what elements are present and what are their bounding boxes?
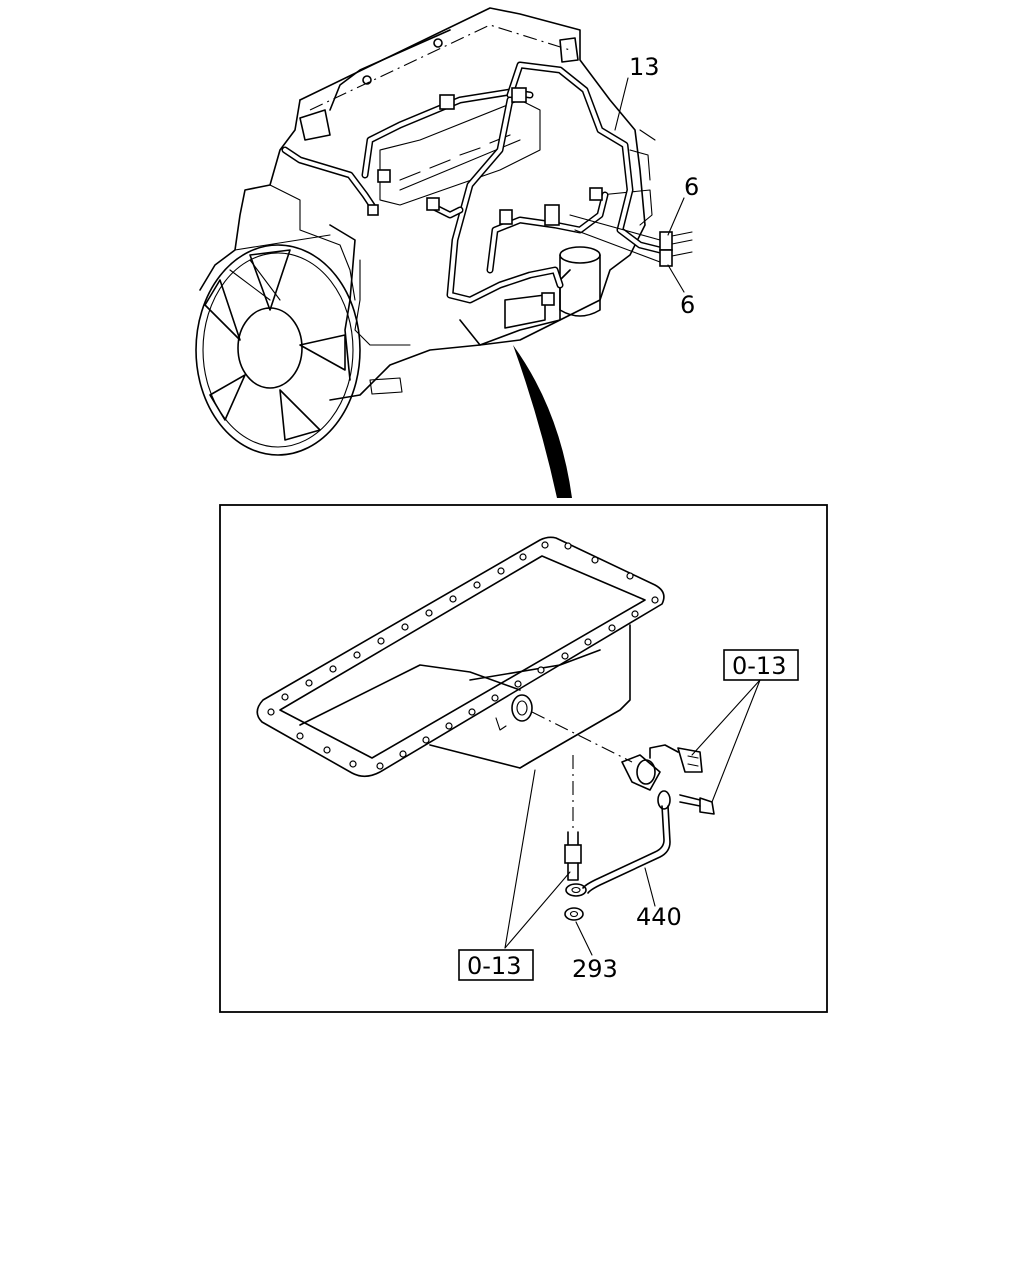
washer <box>564 907 584 921</box>
engine-illustration <box>195 7 656 456</box>
wiring-harness <box>281 61 693 306</box>
leader-washer <box>575 921 593 956</box>
drain-plug <box>564 831 582 881</box>
ref-box-left <box>458 949 534 981</box>
leader-connector-upper <box>667 197 685 236</box>
leader-cable <box>644 867 656 907</box>
leader-ref-left-b <box>504 871 571 949</box>
ref-right: 0-13 <box>732 652 786 680</box>
leader-ref-right-b <box>711 679 761 803</box>
centerline-sensor <box>531 711 633 763</box>
leader-harness <box>614 77 629 131</box>
callout-washer: 293 <box>572 955 618 983</box>
callout-connector-upper: 6 <box>684 173 699 201</box>
detail-frame <box>219 504 828 1013</box>
ref-left: 0-13 <box>467 952 521 980</box>
ref-box-right <box>723 649 799 681</box>
leader-ref-left-a <box>504 769 536 949</box>
oil-pan-illustration <box>256 536 665 778</box>
ground-cable <box>565 790 671 897</box>
leader-ref-right-a <box>691 679 761 756</box>
callout-cable: 440 <box>636 903 682 931</box>
bolt <box>679 794 715 815</box>
leader-connector-lower <box>667 264 685 293</box>
detail-arrow <box>513 345 572 498</box>
callout-harness: 13 <box>629 53 660 81</box>
oil-level-sensor <box>621 744 703 791</box>
callout-connector-lower: 6 <box>680 291 695 319</box>
